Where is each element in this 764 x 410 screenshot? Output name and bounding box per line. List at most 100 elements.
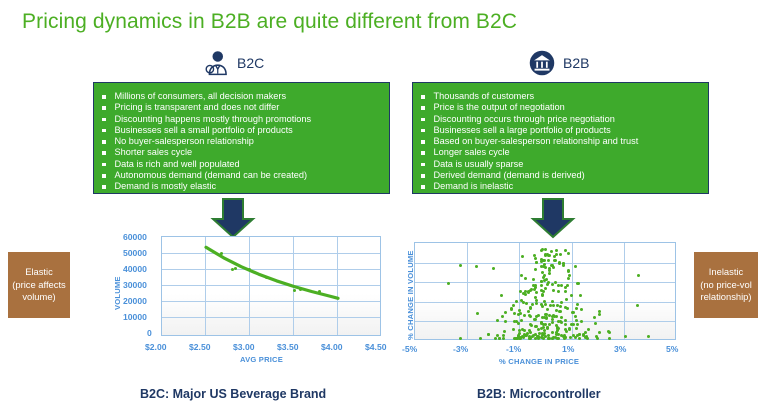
list-item-label: Demand is mostly elastic xyxy=(114,181,217,192)
list-item: Demand is inelastic xyxy=(421,181,702,192)
data-point xyxy=(539,259,543,263)
data-point xyxy=(545,307,549,311)
gridline xyxy=(415,282,675,284)
data-point xyxy=(558,305,562,309)
data-point xyxy=(532,287,536,291)
data-point xyxy=(556,320,560,324)
data-point xyxy=(486,333,490,336)
list-item: Discounting happens mostly through promo… xyxy=(102,114,383,125)
data-point xyxy=(580,320,584,324)
data-point xyxy=(539,284,543,288)
data-point xyxy=(572,310,576,314)
data-point xyxy=(504,311,508,315)
data-point xyxy=(514,336,518,340)
data-point xyxy=(500,294,504,298)
plot-area-b2b xyxy=(414,242,676,340)
data-point xyxy=(540,302,544,306)
demand-curve-line xyxy=(204,245,340,300)
data-point xyxy=(264,275,268,279)
gridline xyxy=(467,243,468,339)
list-item-label: Longer sales cycle xyxy=(433,147,510,158)
data-point xyxy=(564,323,568,327)
data-point xyxy=(475,312,479,316)
data-point xyxy=(524,277,528,281)
x-tick-label: $3.50 xyxy=(277,342,299,352)
gridline xyxy=(162,253,380,254)
data-point xyxy=(554,308,558,312)
callout-elastic-line3: volume) xyxy=(22,291,56,303)
data-point xyxy=(557,289,561,293)
data-point xyxy=(516,334,520,338)
y-axis-title: VOLUME xyxy=(113,276,122,310)
data-point xyxy=(548,272,552,276)
data-point xyxy=(543,248,547,252)
y-tick-label: 40000 xyxy=(123,264,147,274)
data-point xyxy=(562,335,566,339)
data-point xyxy=(534,336,538,340)
data-point xyxy=(500,315,504,319)
bullet-square-icon xyxy=(102,185,106,189)
data-point xyxy=(528,328,532,332)
data-point xyxy=(520,319,524,323)
data-point xyxy=(576,333,580,337)
data-point xyxy=(559,252,563,256)
data-point xyxy=(594,334,598,338)
data-point xyxy=(534,302,538,306)
list-item: Based on buyer-salesperson relationship … xyxy=(421,136,702,147)
data-point xyxy=(540,279,544,283)
x-tick-label: 5% xyxy=(666,344,679,354)
data-point xyxy=(596,336,600,340)
data-point xyxy=(540,293,544,297)
page-title: Pricing dynamics in B2B are quite differ… xyxy=(22,10,518,33)
data-point xyxy=(606,330,610,334)
data-point xyxy=(530,302,534,306)
data-point xyxy=(555,248,559,252)
list-item: Autonomous demand (demand can be created… xyxy=(102,170,383,181)
data-point xyxy=(547,334,551,338)
bullet-square-icon xyxy=(421,95,425,99)
data-point xyxy=(522,328,526,332)
list-item-label: Businesses sell a small portfolio of pro… xyxy=(114,124,293,135)
data-point xyxy=(573,336,577,340)
data-point xyxy=(459,263,463,267)
list-item-label: Derived demand (demand is derived) xyxy=(433,170,585,181)
data-point xyxy=(551,303,555,307)
data-point xyxy=(608,336,612,340)
data-point xyxy=(563,285,567,289)
bullet-square-icon xyxy=(421,174,425,178)
data-point xyxy=(567,327,571,331)
data-point xyxy=(540,332,544,336)
data-point xyxy=(535,290,539,294)
gridline xyxy=(249,237,250,335)
data-point xyxy=(647,335,651,339)
data-point xyxy=(540,305,544,309)
data-point xyxy=(502,329,506,333)
data-point xyxy=(513,311,517,315)
gridline xyxy=(162,301,380,302)
bullet-square-icon xyxy=(421,106,425,110)
data-point xyxy=(535,260,539,264)
data-point xyxy=(543,274,547,278)
x-axis-title: % CHANGE IN PRICE xyxy=(499,357,580,366)
data-point xyxy=(543,278,547,282)
list-item: No buyer-salesperson relationship xyxy=(102,136,383,147)
data-point xyxy=(528,322,532,326)
gridline xyxy=(162,317,380,318)
data-point xyxy=(540,265,544,269)
data-point xyxy=(537,328,541,332)
data-point xyxy=(548,313,552,317)
list-item: Shorter sales cycle xyxy=(102,147,383,158)
data-point xyxy=(575,323,579,327)
data-point xyxy=(555,303,559,307)
data-point xyxy=(519,273,523,277)
list-item: Pricing is transparent and does not diff… xyxy=(102,102,383,113)
bullet-square-icon xyxy=(102,106,106,110)
data-point xyxy=(559,316,563,320)
bullet-square-icon xyxy=(102,174,106,178)
data-point xyxy=(547,336,551,340)
bullet-square-icon xyxy=(421,151,425,155)
data-point xyxy=(514,300,518,304)
data-point xyxy=(539,288,543,292)
x-tick-label: $2.00 xyxy=(145,342,167,352)
